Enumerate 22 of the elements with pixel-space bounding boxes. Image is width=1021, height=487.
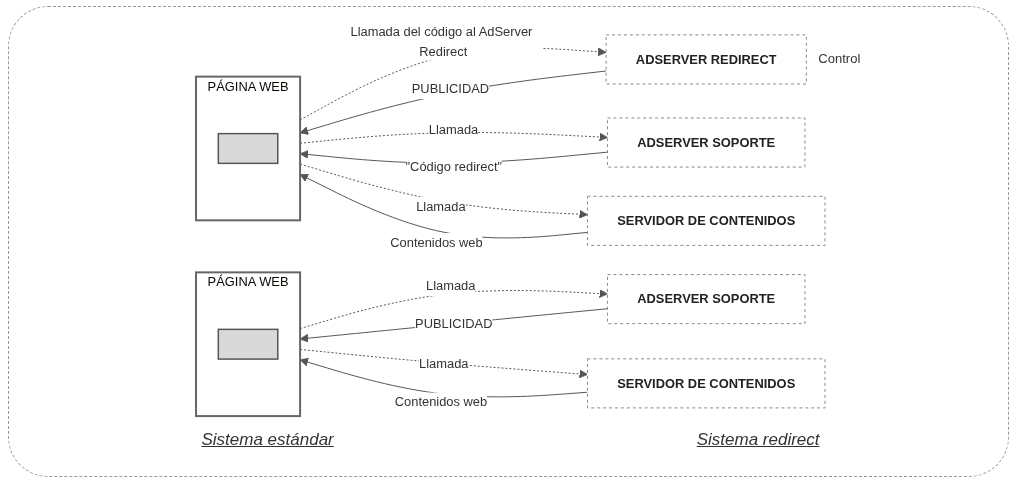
edge-label: PUBLICIDAD <box>415 315 493 331</box>
edge-label: Llamada del código al AdServer Redirect <box>350 23 533 59</box>
edge-label: Contenidos web <box>394 394 488 410</box>
section-title: Sistema estándar <box>201 430 334 450</box>
node-box: ADSERVER SOPORTE <box>607 117 806 168</box>
edge-label: Llamada <box>426 278 476 294</box>
node-box <box>217 132 279 165</box>
edge-label: Llamada <box>428 121 479 137</box>
cluster: PÁGINA WEB <box>195 271 302 418</box>
side-note: Control <box>818 51 861 67</box>
edge-label: Contenidos web <box>390 235 483 250</box>
node-box: ADSERVER SOPORTE <box>607 274 806 325</box>
node-box: ADSERVER REDIRECT <box>605 34 807 85</box>
node-box <box>217 328 279 360</box>
edge-label: Llamada <box>416 198 466 214</box>
node-box: SERVIDOR DE CONTENIDOS <box>587 195 826 246</box>
node-box: SERVIDOR DE CONTENIDOS <box>587 358 826 409</box>
edge-label: Llamada <box>419 356 469 371</box>
section-title: Sistema redirect <box>696 430 820 450</box>
cluster: PÁGINA WEB <box>195 75 302 222</box>
edge-label: PUBLICIDAD <box>411 81 490 97</box>
edge-label: "Código redirect" <box>405 159 503 175</box>
